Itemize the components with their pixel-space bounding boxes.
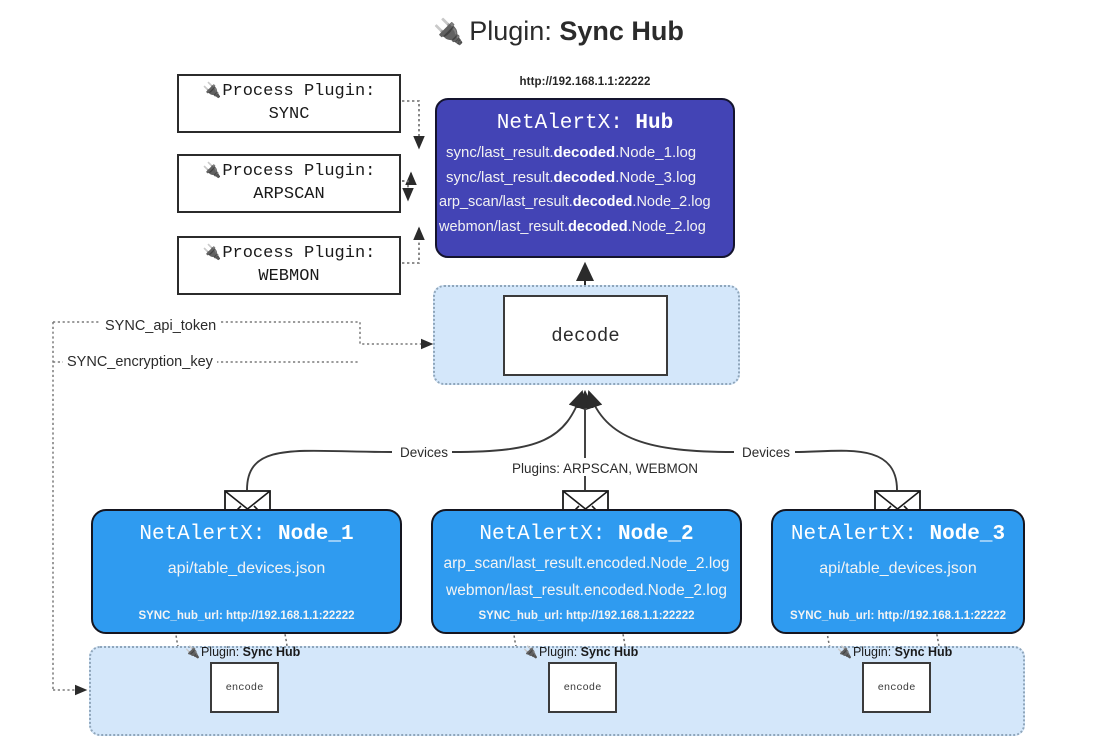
hub-url-label: http://192.168.1.1:22222 (519, 76, 651, 88)
node-2-hub-url-key: SYNC_hub_url: (478, 610, 567, 622)
node-1-title-prefix: NetAlertX: (139, 523, 278, 546)
hub-log-line: arp_scan/last_result.decoded.Node_2.log (437, 190, 733, 215)
hub-log-mid: decoded (553, 168, 616, 186)
hub-log-mid: decoded (567, 218, 628, 235)
hub-log-line: sync/last_result.decoded.Node_1.log (437, 141, 733, 166)
node-2-hub-url-value: http://192.168.1.1:22222 (566, 610, 695, 622)
process-plugin-sync-box[interactable]: 🔌Process Plugin: SYNC (177, 74, 401, 133)
electric-plug-icon: 🔌 (202, 243, 222, 262)
process-plugin-sync-label: Process Plugin: (222, 82, 376, 102)
node-3-hub-url-value: http://192.168.1.1:22222 (877, 610, 1007, 622)
node-2-line: webmon/last_result.encoded.Node_2.log (446, 582, 727, 599)
process-plugin-webmon-line1: 🔌Process Plugin: (203, 242, 376, 266)
process-plugin-webmon-name: WEBMON (258, 267, 320, 286)
process-plugin-sync-line1: 🔌Process Plugin: (203, 80, 376, 104)
electric-plug-icon: 🔌 (202, 81, 222, 100)
node-3-line: api/table_devices.json (819, 560, 977, 577)
edge-node3-devices-b (586, 390, 735, 453)
sync-api-token-label: SYNC_api_token (101, 318, 221, 334)
node-3-hub-url: SYNC_hub_url: http://192.168.1.1:22222 (773, 610, 1023, 622)
encode-box-2[interactable]: encode (548, 662, 617, 713)
electric-plug-icon: 🔌 (185, 645, 200, 659)
hub-log-pre: webmon/last_result. (439, 218, 568, 235)
hub-log-pre: arp_scan/last_result. (439, 194, 573, 210)
node-2-line: arp_scan/last_result.encoded.Node_2.log (443, 555, 730, 572)
electric-plug-icon: 🔌 (523, 645, 538, 659)
node-1-hub-url-value: http://192.168.1.1:22222 (226, 610, 355, 622)
hub-log-post: .Node_2.log (632, 194, 711, 210)
hub-title-prefix: NetAlertX: (496, 112, 636, 135)
process-plugin-arpscan-name: ARPSCAN (253, 185, 325, 204)
edge-label-plugins: Plugins: ARPSCAN, WEBMON (508, 461, 703, 476)
node-2-title: NetAlertX: Node_2 (433, 523, 740, 546)
process-plugin-arpscan-label: Process Plugin: (222, 162, 376, 182)
node-1-title: NetAlertX: Node_1 (93, 523, 400, 546)
hub-log-post: .Node_1.log (615, 144, 697, 161)
encoder-2-label: 🔌Plugin: Sync Hub (523, 645, 638, 659)
node-1-hub-url-key: SYNC_hub_url: (138, 610, 227, 622)
page-title-prefix: Plugin: (469, 16, 560, 46)
edge-label-devices-left: Devices (396, 445, 453, 460)
edge-label-devices-right: Devices (738, 445, 795, 460)
hub-log-line: sync/last_result.decoded.Node_3.log (437, 166, 733, 191)
node-3-box[interactable]: NetAlertX: Node_3 api/table_devices.json… (771, 509, 1025, 634)
hub-log-post: .Node_2.log (627, 218, 706, 235)
node-2-box[interactable]: NetAlertX: Node_2 arp_scan/last_result.e… (431, 509, 742, 634)
node-3-title-name: Node_3 (929, 523, 1006, 546)
edge-node1-devices-b (451, 390, 585, 453)
hub-log-mid: decoded (572, 194, 633, 210)
process-plugin-webmon-label: Process Plugin: (222, 244, 376, 264)
encoder-3-label-prefix: Plugin: (852, 645, 895, 659)
node-2-title-name: Node_2 (618, 523, 694, 546)
decode-box[interactable]: decode (503, 295, 668, 376)
page-title: 🔌Plugin: Sync Hub (0, 16, 1117, 47)
process-plugin-sync-name: SYNC (268, 105, 310, 124)
encoder-1-label-prefix: Plugin: (200, 645, 243, 659)
sync-encryption-key-label: SYNC_encryption_key (63, 354, 217, 370)
hub-log-mid: decoded (553, 144, 616, 161)
encode-box-1[interactable]: encode (210, 662, 279, 713)
hub-log-post: .Node_3.log (615, 168, 697, 186)
process-plugin-webmon-box[interactable]: 🔌Process Plugin: WEBMON (177, 236, 401, 295)
encoder-3-label-name: Sync Hub (894, 645, 953, 659)
hub-log-pre: sync/last_result. (446, 144, 554, 161)
node-3-title: NetAlertX: Node_3 (773, 523, 1023, 546)
node-1-box[interactable]: NetAlertX: Node_1 api/table_devices.json… (91, 509, 402, 634)
encoder-1-label: 🔌Plugin: Sync Hub (185, 645, 300, 659)
node-2-title-prefix: NetAlertX: (479, 523, 618, 546)
electric-plug-icon: 🔌 (433, 18, 465, 46)
hub-box[interactable]: NetAlertX: Hub sync/last_result.decoded.… (435, 98, 735, 258)
node-3-title-prefix: NetAlertX: (790, 523, 930, 546)
process-plugin-arpscan-line1: 🔌Process Plugin: (203, 160, 376, 184)
process-plugin-arpscan-box[interactable]: 🔌Process Plugin: ARPSCAN (177, 154, 401, 213)
encoder-2-label-prefix: Plugin: (538, 645, 581, 659)
hub-title-name: Hub (635, 112, 674, 135)
hub-title: NetAlertX: Hub (437, 112, 733, 135)
edge-node3-devices-a (794, 449, 898, 491)
encoder-1-label-name: Sync Hub (242, 645, 301, 659)
encoder-3-label: 🔌Plugin: Sync Hub (837, 645, 952, 659)
encode-box-3[interactable]: encode (862, 662, 931, 713)
hub-log-pre: sync/last_result. (446, 168, 554, 186)
node-1-hub-url: SYNC_hub_url: http://192.168.1.1:22222 (93, 610, 400, 622)
node-3-hub-url-key: SYNC_hub_url: (789, 610, 878, 622)
node-2-hub-url: SYNC_hub_url: http://192.168.1.1:22222 (433, 610, 740, 622)
hub-log-line: webmon/last_result.decoded.Node_2.log (437, 215, 733, 240)
electric-plug-icon: 🔌 (202, 161, 222, 180)
page-title-name: Sync Hub (559, 16, 684, 46)
electric-plug-icon: 🔌 (837, 645, 852, 659)
node-1-title-name: Node_1 (278, 523, 354, 546)
node-1-line: api/table_devices.json (167, 560, 326, 577)
edge-node1-devices-a (246, 449, 393, 491)
encoder-2-label-name: Sync Hub (580, 645, 639, 659)
